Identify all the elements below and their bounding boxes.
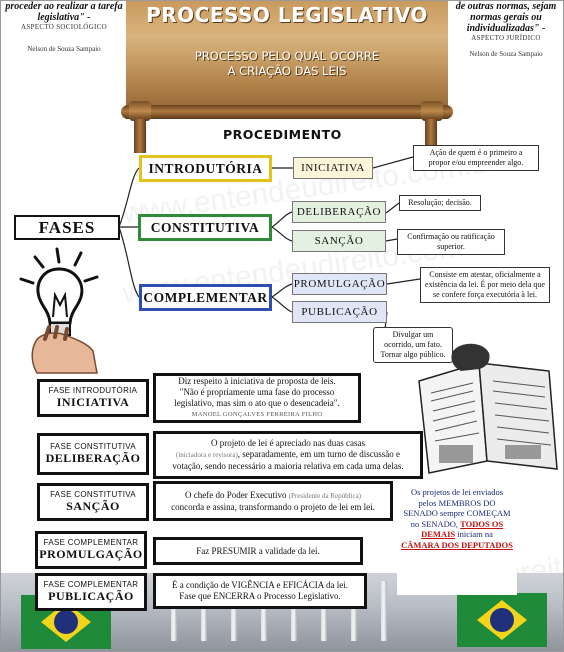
detail-desc-line2: Fase que ENCERRA o Processo Legislativo. <box>179 591 341 601</box>
senado-red2: CÂMARA DOS DEPUTADOS <box>401 539 513 550</box>
detail-label-sancao: FASE CONSTITUTIVA SANÇÃO <box>37 483 149 521</box>
newspaper-reader-icon <box>418 343 558 474</box>
quote-left-aspect: ASPECTO SOCIOLÓGICO <box>21 23 107 31</box>
stage-introdutoria: INTRODUTÓRIA <box>139 155 272 182</box>
note-promulgacao: Consiste em atestar, oficialmente a exis… <box>420 267 550 303</box>
detail-label-deliberacao: FASE CONSTITUTIVA DELIBERAÇÃO <box>37 433 149 475</box>
detail-small: FASE COMPLEMENTAR <box>43 580 139 589</box>
detail-big: SANÇÃO <box>66 499 120 513</box>
quote-left-author: Nelson de Souza Sampaio <box>27 45 101 53</box>
detail-desc-line1: Diz respeito à iniciativa de proposta de… <box>178 376 336 386</box>
detail-big: PUBLICAÇÃO <box>48 589 134 603</box>
detail-big: DELIBERAÇÃO <box>45 451 141 465</box>
scroll-rod <box>121 105 453 119</box>
detail-small: FASE CONSTITUTIVA <box>50 442 136 451</box>
quote-right-author: Nelson de Souza Sampaio <box>469 50 543 58</box>
detail-desc-line1: O chefe do Poder Executivo <box>184 489 287 500</box>
senado-red1: TODOS OS DEMAIS <box>421 518 504 540</box>
scroll-knob-right <box>421 101 443 121</box>
detail-small: FASE COMPLEMENTAR <box>43 538 139 547</box>
detail-small: FASE INTRODUTÓRIA <box>48 386 138 395</box>
brazil-flag-icon <box>457 593 547 647</box>
scroll-post-right <box>425 119 437 153</box>
scroll-subtitle-line1: PROCESSO PELO QUAL OCORRE <box>194 49 380 63</box>
note-sancao: Confirmação ou ratificação superior. <box>397 229 505 255</box>
scroll-knob-left <box>129 101 151 121</box>
detail-desc-publicacao: É a condição de VIGÊNCIA e EFICÁCIA da l… <box>153 573 367 609</box>
detail-desc-deliberacao: O projeto de lei é apreciado nas duas ca… <box>153 431 423 479</box>
detail-desc-line2: concorda e assina, transformando o proje… <box>171 501 375 512</box>
detail-desc-aux: (Presidente da República) <box>288 491 362 500</box>
quote-left: proceder ao realizar a tarefa legislativ… <box>5 1 123 53</box>
detail-big: INICIATIVA <box>56 395 130 409</box>
scroll-banner: PROCESSO LEGISLATIVO PROCESSO PELO QUAL … <box>126 1 448 119</box>
procedimento-title: PROCEDIMENTO <box>223 127 342 142</box>
sub-publicacao: PUBLICAÇÃO <box>292 301 387 323</box>
light-bulb-icon <box>19 247 99 374</box>
detail-label-iniciativa: FASE INTRODUTÓRIA INICIATIVA <box>37 379 149 417</box>
quote-right-text: de outras normas, sejam normas gerais ou… <box>455 1 557 34</box>
note-iniciativa: Ação de quem é o primeiro a propor e/ou … <box>413 145 539 171</box>
sub-iniciativa: INICIATIVA <box>293 157 373 179</box>
senado-part1: Os projetos de lei enviados pelos MEMBRO… <box>403 487 511 529</box>
detail-desc-line2: "Não é propriamente uma fase do processo… <box>174 387 340 408</box>
detail-desc-aux: (iniciadora e revisora) <box>175 451 238 459</box>
quote-right-aspect: ASPECTO JURÍDICO <box>471 34 541 42</box>
senado-part2: iniciam na <box>457 529 493 539</box>
detail-desc-line1: É a condição de VIGÊNCIA e EFICÁCIA da l… <box>171 580 349 590</box>
senado-note: Os projetos de lei enviados pelos MEMBRO… <box>397 483 517 595</box>
detail-desc-iniciativa: Diz respeito à iniciativa de proposta de… <box>153 373 361 423</box>
detail-desc-author: MANOEL GONÇALVES FERREIRA FILHO <box>191 411 323 418</box>
detail-small: FASE CONSTITUTIVA <box>50 490 136 499</box>
detail-big: PROMULGAÇÃO <box>39 547 143 561</box>
scroll-subtitle-line2: A CRIAÇÃO DAS LEIS <box>227 64 347 78</box>
detail-desc-sancao: O chefe do Poder Executivo (Presidente d… <box>153 481 393 521</box>
detail-label-promulgacao: FASE COMPLEMENTAR PROMULGAÇÃO <box>35 531 147 569</box>
fases-box: FASES <box>14 215 120 240</box>
quote-left-text: proceder ao realizar a tarefa legislativ… <box>5 1 123 23</box>
stage-complementar: COMPLEMENTAR <box>139 284 272 311</box>
detail-label-publicacao: FASE COMPLEMENTAR PUBLICAÇÃO <box>35 573 147 611</box>
note-publicacao: Divulgar um ocorrido, um fato. Tornar al… <box>373 327 453 363</box>
sub-deliberacao: DELIBERAÇÃO <box>292 201 386 223</box>
stage-constitutiva: CONSTITUTIVA <box>138 214 272 241</box>
scroll-post-left <box>134 119 146 153</box>
detail-desc-line2: , separadamente, em um turno de discussã… <box>172 449 404 471</box>
detail-desc-line1: O projeto de lei é apreciado nas duas ca… <box>211 438 365 448</box>
sub-sancao: SANÇÃO <box>292 230 386 252</box>
quote-right: de outras normas, sejam normas gerais ou… <box>449 1 563 58</box>
scroll-title: PROCESSO LEGISLATIVO <box>146 3 428 27</box>
sub-promulgacao: PROMULGAÇÃO <box>292 273 387 295</box>
detail-desc-promulgacao: Faz PRESUMIR a validade da lei. <box>153 537 363 565</box>
note-deliberacao: Resolução; decisão. <box>399 195 481 211</box>
detail-desc-line1: Faz PRESUMIR a validade da lei. <box>196 545 320 556</box>
